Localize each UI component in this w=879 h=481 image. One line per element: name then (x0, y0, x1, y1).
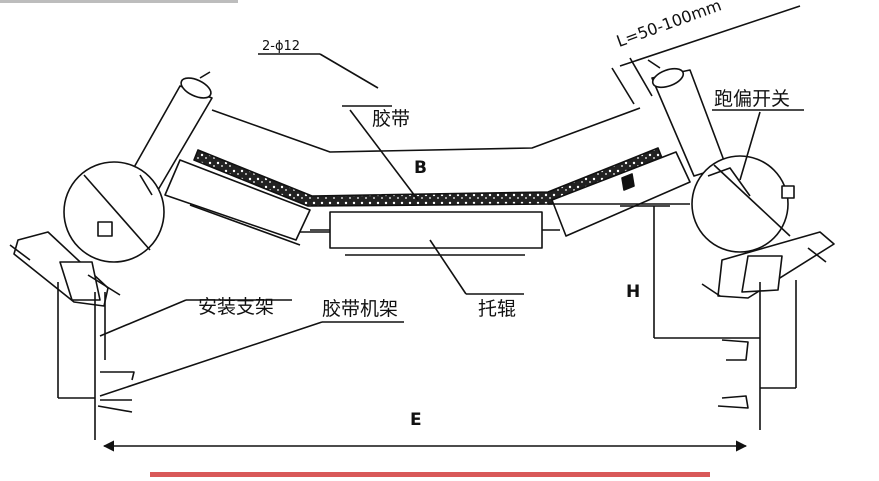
idler-left (164, 159, 311, 246)
left-deviation-switch (9, 71, 213, 307)
conveyor-frame-label: 胶带机架 (322, 298, 399, 320)
height-dimension (620, 205, 760, 339)
belt-label: 胶带 (372, 108, 411, 130)
right-deviation-switch (647, 59, 835, 299)
mount-bracket-label: 安装支架 (198, 296, 275, 318)
leader-idler (429, 239, 467, 295)
belt-upper-line (211, 107, 641, 153)
bottom-stripe (150, 472, 710, 477)
idler-label: 托辊 (478, 298, 517, 320)
top-bar (0, 0, 238, 3)
belt-width-label: B (414, 158, 427, 178)
leader-belt-2 (349, 109, 419, 201)
switch-label: 跑偏开关 (714, 88, 791, 110)
height-label: H (626, 282, 641, 302)
gap-dimension (611, 5, 801, 105)
left-frame (57, 282, 135, 440)
right-frame (717, 280, 797, 430)
leader-bracket (99, 299, 187, 337)
spacing-label: E (410, 410, 422, 430)
leader-hole-spec-2 (319, 53, 379, 89)
leader-frame-2 (99, 321, 323, 397)
idler-right (551, 151, 691, 237)
idler-center (310, 211, 560, 256)
hole-spec-label: 2-ϕ12 (262, 39, 301, 54)
leader-switch-2 (739, 111, 761, 181)
